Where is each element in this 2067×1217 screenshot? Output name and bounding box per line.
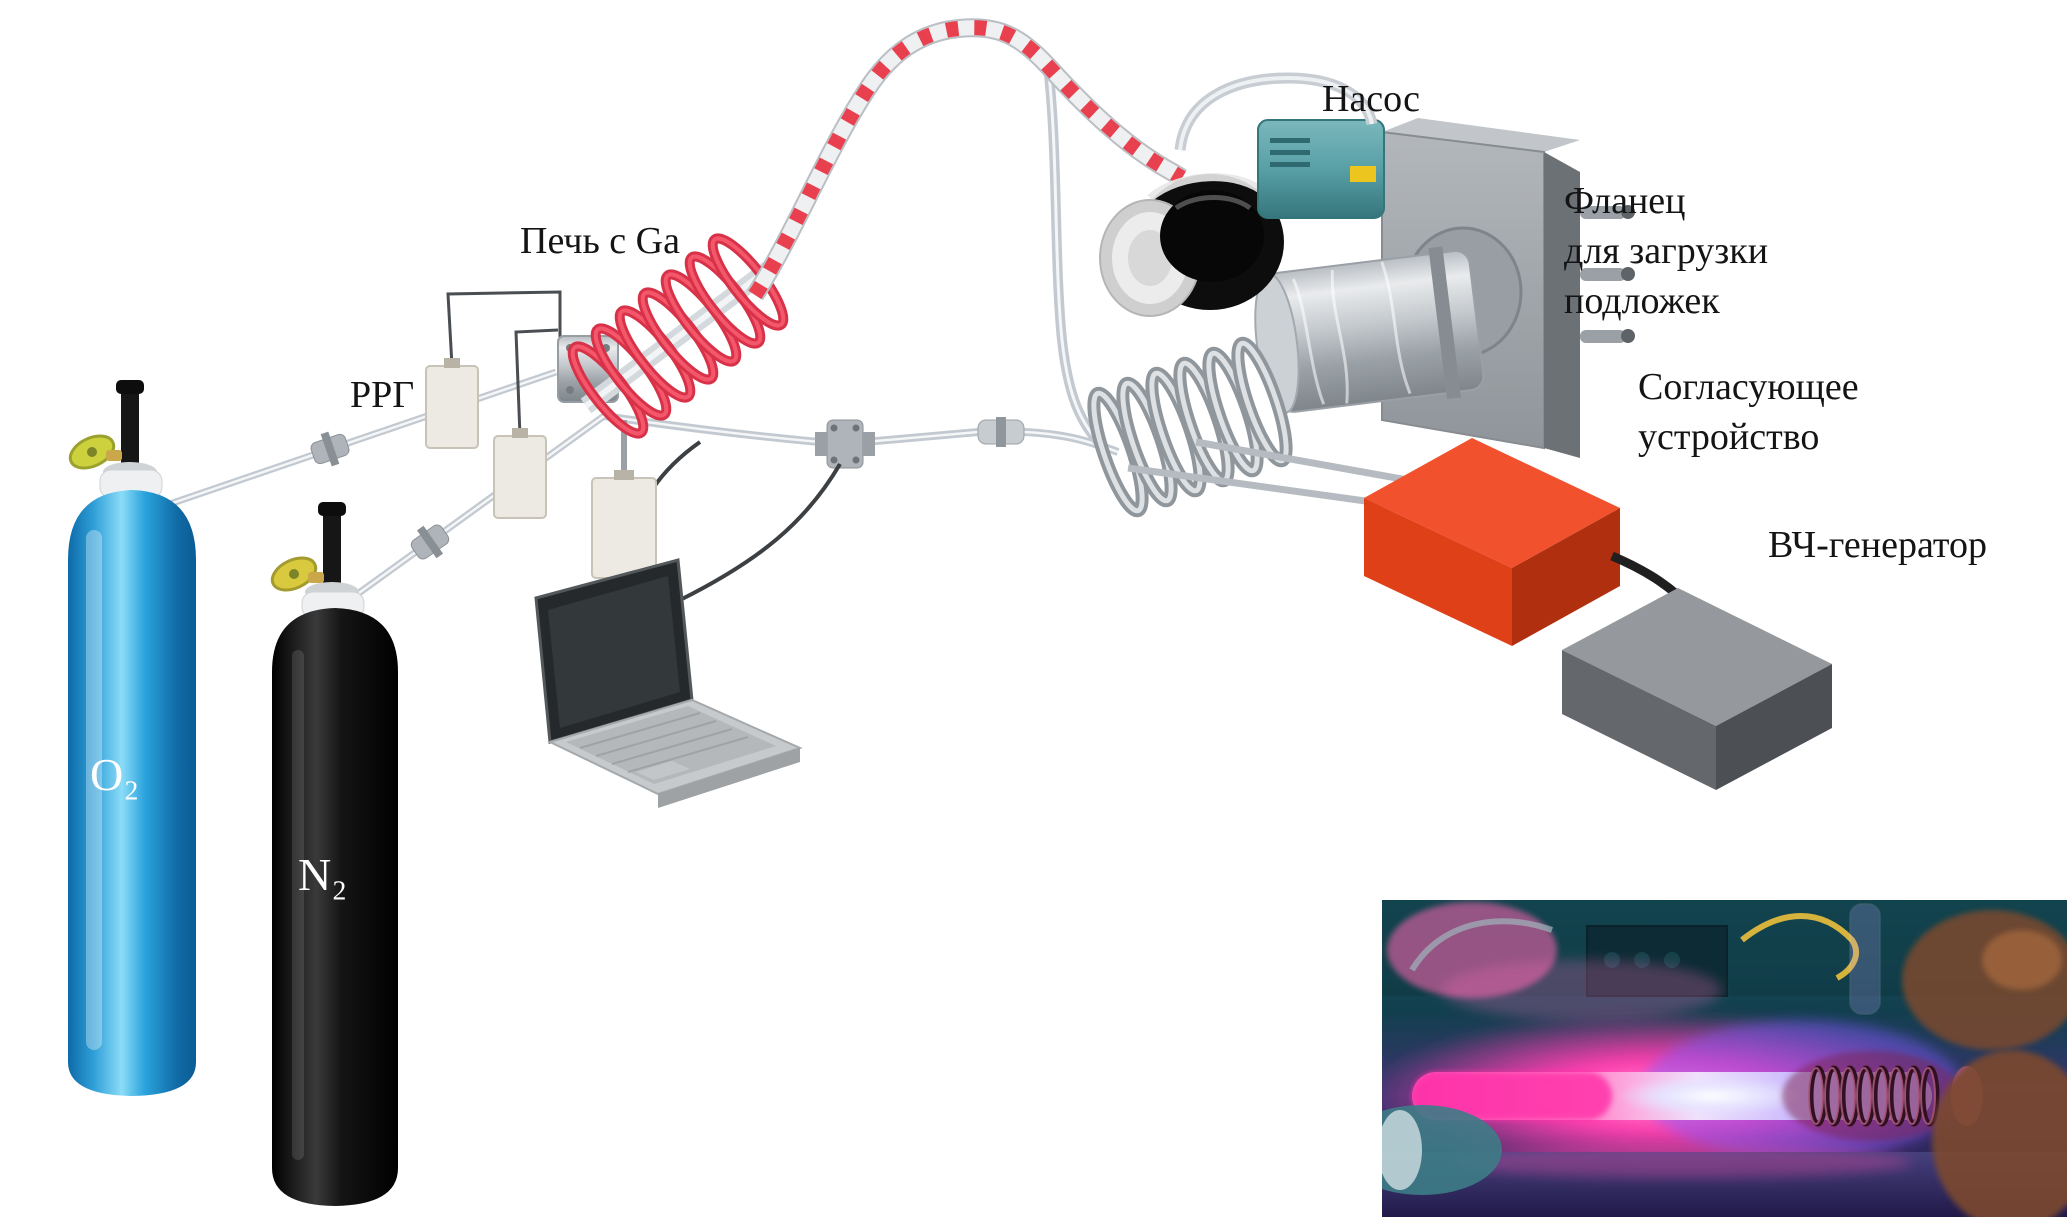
furnace-with-ga xyxy=(567,233,789,439)
laptop-touchpad xyxy=(636,761,690,780)
n2-cylinder-body xyxy=(272,608,398,1206)
vacuum-chamber xyxy=(1254,246,1485,414)
plasma-photo-inset xyxy=(1382,900,2067,1217)
flow-controller-2-port xyxy=(512,428,528,438)
label-flange: Фланец для загрузки подложек xyxy=(1564,176,1768,326)
table-reflection xyxy=(1452,1146,1912,1178)
furnace-coil xyxy=(567,233,789,439)
photo-coil-rings xyxy=(1808,1065,1940,1127)
laptop-cable-2 xyxy=(679,462,842,602)
heated-hose xyxy=(747,18,1187,301)
yellow-cable xyxy=(1740,913,1859,981)
pump-handle-highlight xyxy=(1178,75,1374,151)
pump-motor xyxy=(1257,119,1385,219)
n2-valve-knob xyxy=(318,502,346,516)
vertical-return-tube-highlight xyxy=(1046,65,1106,450)
label-flange-line2: для загрузки xyxy=(1564,230,1769,273)
o2-valve-hub xyxy=(87,447,97,457)
vertical-glass-tube xyxy=(1849,903,1881,1015)
photo-background-machinery xyxy=(1382,900,2067,1050)
pump-assembly xyxy=(1087,72,1635,518)
flow-controller-3 xyxy=(591,477,657,579)
flow-controller-1-port xyxy=(444,358,460,368)
plasma-photo xyxy=(1382,900,2067,1217)
label-matcher: Согласующее устройство xyxy=(1638,362,1859,462)
pump-sticker xyxy=(1350,166,1376,182)
rf-box-top xyxy=(1562,588,1832,726)
matching-device-box xyxy=(1364,438,1700,646)
flange-plate-side xyxy=(1544,152,1580,458)
pump-inlet xyxy=(1099,173,1284,317)
flange-plate-top xyxy=(1382,118,1580,152)
label-flange-line3: подложек xyxy=(1564,280,1720,323)
o2-cylinder-highlight xyxy=(86,530,102,1050)
rf-box-side xyxy=(1716,664,1832,790)
o2-valve-brass-fitting xyxy=(106,450,122,461)
label-rrg: РРГ xyxy=(350,374,415,416)
laptop-keyboard xyxy=(566,706,776,784)
laptop-front-edge xyxy=(658,748,800,808)
o2-valve-knob xyxy=(116,380,144,394)
heated-hose-stripes xyxy=(748,20,1186,300)
matching-box-side xyxy=(1512,508,1620,646)
o2-valve-stem xyxy=(121,388,139,472)
n2-valve-hub xyxy=(289,569,299,579)
n2-valve-stem xyxy=(323,510,341,592)
label-o2: O₂ xyxy=(90,749,140,800)
rf-box-front xyxy=(1562,650,1716,790)
n2-valve-brass-fitting xyxy=(308,572,324,583)
label-matcher-line1: Согласующее xyxy=(1638,366,1859,408)
n2-cylinder-highlight xyxy=(292,650,304,1160)
inline-valve-fitting-n2 xyxy=(410,524,450,560)
n2-cylinder xyxy=(270,502,398,1206)
laptop-key-rows xyxy=(579,712,749,773)
label-n2: N₂ xyxy=(298,849,348,900)
label-furnace: Печь с Ga xyxy=(520,220,680,262)
o2-cylinder xyxy=(68,380,196,1096)
laptop-screen-panel xyxy=(548,576,680,728)
flange-pins xyxy=(1580,205,1635,343)
flow-controller-1 xyxy=(425,365,479,449)
o2-gas-line-highlight xyxy=(157,370,557,510)
inline-valve-fitting-o2 xyxy=(310,431,350,467)
label-matcher-line2: устройство xyxy=(1638,416,1820,459)
flow-controller-3-port xyxy=(614,470,634,480)
flow-controller-2 xyxy=(493,435,547,519)
matching-box-top xyxy=(1364,438,1620,568)
label-rf-generator: ВЧ-генератор xyxy=(1768,524,1987,566)
cylindrical-fitting xyxy=(977,417,1025,447)
magenta-plasma-column xyxy=(1412,1072,1612,1120)
controller-wire-1 xyxy=(446,290,562,367)
foreground-object xyxy=(1932,1050,2067,1217)
cross-flange-fitting xyxy=(815,419,875,469)
n2-gas-line-highlight xyxy=(351,414,605,600)
o2-cylinder-body xyxy=(68,490,196,1096)
label-flange-line1: Фланец xyxy=(1564,180,1686,222)
label-pump: Насос xyxy=(1322,78,1420,120)
matching-box-front xyxy=(1364,498,1512,646)
gas-lines xyxy=(156,65,1120,601)
teal-pipe-end xyxy=(1382,1110,1422,1190)
controller-wire-2 xyxy=(514,328,559,437)
laptop xyxy=(534,558,803,808)
plasma-bright-core xyxy=(1617,1076,1807,1116)
rf-generator-box xyxy=(1562,588,1832,790)
